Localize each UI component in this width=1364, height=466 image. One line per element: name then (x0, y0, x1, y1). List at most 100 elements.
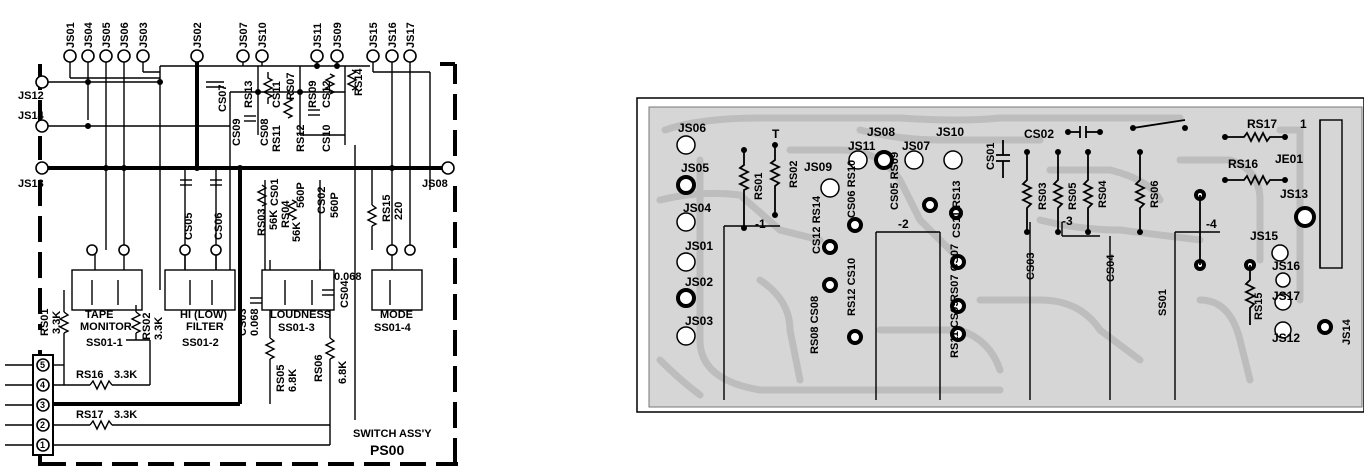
terminal-label: JS04 (83, 21, 95, 48)
switch-assembly-schematic: JS01 JS04 JS05 JS06 JS03 JS02 JS07 JS10 … (5, 21, 458, 466)
pcb-labels: JS06 JS05 JS04 JS01 JS02 JS03 T RS01 RS0… (678, 117, 1353, 358)
component-label: RS13 (243, 80, 255, 108)
component-label: RS16 (76, 369, 104, 381)
terminal-label: JS10 (257, 22, 269, 48)
pcb-label: JS14 (1341, 318, 1353, 345)
pcb-label: T (772, 127, 780, 141)
section-mark: -1 (755, 217, 766, 231)
component-label: RS07 (285, 72, 297, 100)
pcb-board (648, 106, 1363, 408)
component-label: RS11 (271, 125, 283, 152)
switch-name: MODE (380, 309, 413, 321)
component-label: CS06 (213, 212, 225, 240)
pcb-label: JS07 (902, 139, 930, 153)
switch-name: LOUDNESS (270, 309, 331, 321)
pcb-label: JE01 (1275, 152, 1303, 166)
terminal-label: JS11 (312, 23, 324, 48)
section-mark: -4 (1206, 217, 1217, 231)
pcb-label: JS03 (685, 314, 713, 328)
terminal-label: JS06 (119, 22, 131, 48)
component-label: RS09 (307, 80, 319, 108)
pcb-label: CS05 RS09 (889, 152, 901, 210)
pcb-label: JS02 (685, 275, 713, 289)
pcb-label: RS08 CS08 (809, 296, 821, 354)
connector-pin: 5 (40, 360, 45, 370)
component-value: 6.8K (337, 361, 349, 384)
terminal-label: JS13 (18, 178, 44, 190)
connector-pin: 4 (40, 380, 45, 390)
terminal-label: JS16 (387, 22, 399, 48)
top-terminals: JS01 JS04 JS05 JS06 JS03 JS02 JS07 JS10 … (63, 21, 417, 250)
component-value: 560P (295, 182, 307, 208)
component-label: RS06 (313, 354, 325, 382)
pcb-label: JS06 (678, 121, 706, 135)
component-value: 3.3K (153, 317, 165, 340)
connector-block: 5 4 3 2 1 (5, 354, 54, 456)
solder-pads (676, 135, 1333, 346)
pcb-label: RS17 (1247, 117, 1277, 131)
component-value: 56K (268, 210, 280, 230)
pcb-label: CS02 (1024, 127, 1054, 141)
pcb-label: JS05 (681, 161, 709, 175)
pcb-label: RS05 (1067, 182, 1079, 210)
switch-id: SS01-3 (278, 322, 315, 334)
pcb-label: JS17 (1272, 289, 1300, 303)
component-value: 3.3K (114, 409, 137, 421)
pcb-label: RS11 CS09 (949, 301, 961, 358)
pcb-label: RS15 (1253, 292, 1265, 320)
terminal-label: JS07 (238, 22, 250, 48)
terminal-label: JS01 (65, 22, 77, 48)
component-label: RS17 (76, 409, 104, 421)
component-label: RS02 (141, 312, 153, 340)
component-value: 3.3K (51, 311, 63, 334)
switch-name: FILTER (186, 321, 224, 333)
pcb-label: RS03 (1037, 182, 1049, 210)
pcb-label: JS09 (804, 160, 832, 174)
pcb-label: CS04 (1105, 254, 1117, 282)
pcb-label: RS12 CS10 (846, 258, 858, 316)
pcb-label: RS04 (1097, 180, 1109, 208)
component-label: RS14 (353, 68, 365, 96)
assembly-id: PS00 (370, 442, 404, 458)
component-label: RS01 (39, 308, 51, 336)
switch-id: SS01-4 (374, 322, 412, 334)
pcb-label: JS11 (848, 139, 876, 153)
component-label: CS09 (231, 118, 243, 146)
component-label: RS03 (256, 208, 268, 236)
component-label: CS11 (271, 81, 283, 108)
component-value: 560P (329, 192, 341, 218)
component-label: CS03 (237, 308, 249, 336)
assembly-label: SWITCH ASS'Y (353, 428, 432, 440)
pcb-components (737, 119, 1285, 325)
component-label: CS10 (321, 124, 333, 152)
pcb-label: CS01 (985, 142, 997, 170)
pcb-label: JS10 (936, 125, 964, 139)
section-dividers (723, 119, 1343, 400)
pcb-label: CS06 RS10 (846, 160, 858, 218)
pcb-label: CS03 (1025, 252, 1037, 280)
terminal-label: JS03 (138, 22, 150, 48)
component-value: 220 (393, 202, 405, 220)
section-mark: 1 (1300, 117, 1307, 131)
component-label: CS01 (269, 178, 281, 206)
section-mark: -3 (1062, 214, 1073, 228)
component-label: CS02 (316, 186, 328, 214)
switch-name: TAPE (85, 309, 114, 321)
component-label: CS05 (183, 212, 195, 240)
pcb-label: JS04 (683, 201, 711, 215)
pcb-label: RS07 CS07 (949, 244, 961, 302)
copper-traces (656, 114, 1304, 399)
connector-pin: 1 (40, 440, 45, 450)
terminal-label: JS17 (405, 22, 417, 48)
pcb-label: RS01 (753, 172, 765, 200)
terminal-label: JS02 (192, 22, 204, 48)
component-label: CS12 (321, 80, 333, 108)
component-value: 56K (291, 222, 303, 242)
pcb-label: JS01 (685, 239, 713, 253)
component-label: RS15 (381, 194, 393, 222)
component-value: 0.068 (334, 271, 362, 283)
lower-components: RS01 3.3K RS02 3.3K CS03 0.068 CS04 0.06… (39, 271, 362, 446)
pcb-label: JS16 (1272, 259, 1300, 273)
component-value: 6.8K (287, 369, 299, 392)
signal-buses: JS12 JS14 JS13 JS08 (18, 63, 455, 420)
